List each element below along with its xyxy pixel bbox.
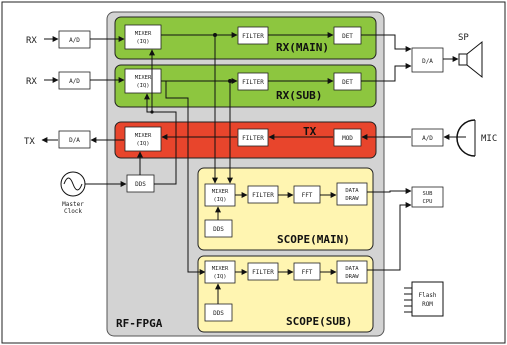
scope-sub-datadraw-block bbox=[336, 260, 368, 284]
tx-dac-label: D/A bbox=[69, 137, 80, 144]
rx-sub-label: RX(SUB) bbox=[276, 89, 322, 102]
rx1-adc-label: A/D bbox=[69, 37, 80, 44]
tx-mixer-label-2: (IQ) bbox=[136, 141, 149, 147]
audio-dac-block bbox=[411, 47, 444, 73]
scope-main-datadraw-block bbox=[336, 182, 368, 206]
speaker-icon bbox=[458, 40, 483, 79]
scope-main-fft-label: FFT bbox=[302, 192, 313, 199]
audio-dac-label: D/A bbox=[422, 58, 433, 65]
mic-adc-label: A/D bbox=[422, 135, 433, 142]
tx-mod-block bbox=[333, 128, 362, 147]
rx1-mixer-block bbox=[124, 24, 162, 50]
rx2-mixer-block bbox=[124, 68, 162, 94]
tx-port-label: TX bbox=[24, 137, 35, 147]
rx2-adc-label: A/D bbox=[69, 78, 80, 85]
master-clock-label-2: Clock bbox=[64, 208, 82, 215]
flash-rom-chip bbox=[404, 281, 444, 317]
scope-sub-label: SCOPE(SUB) bbox=[286, 315, 352, 328]
scope-main-label: SCOPE(MAIN) bbox=[277, 233, 350, 246]
flash-rom-label-2: ROM bbox=[422, 301, 433, 308]
scope-sub-datadraw-label-2: DRAW bbox=[345, 274, 359, 280]
scope-main-panel bbox=[197, 167, 374, 251]
scope-main-datadraw-label-1: DATA bbox=[345, 188, 359, 194]
master-clock-label-1: Master bbox=[62, 201, 84, 208]
scope-main-mixer-label-1: MIXER bbox=[212, 189, 229, 195]
tx-label: TX bbox=[303, 125, 317, 138]
scope-main-dds-label: DDS bbox=[213, 226, 224, 233]
scope-sub-panel bbox=[197, 255, 374, 333]
sub-cpu-label-2: CPU bbox=[423, 199, 433, 205]
scope-sub-dds-label: DDS bbox=[213, 310, 224, 317]
mic-adc-block bbox=[411, 128, 444, 147]
scope-sub-datadraw-label-1: DATA bbox=[345, 266, 359, 272]
speaker-label: SP bbox=[458, 33, 469, 43]
rx1-mixer-label-2: (IQ) bbox=[136, 39, 149, 45]
tx-mixer-label-1: MIXER bbox=[135, 133, 152, 139]
sine-wave-icon bbox=[63, 177, 83, 191]
fpga-label: RF-FPGA bbox=[116, 317, 163, 330]
scope-main-filter-label: FILTER bbox=[252, 192, 274, 199]
tx-mod-label: MOD bbox=[342, 135, 353, 142]
scope-main-mixer-label-2: (IQ) bbox=[213, 197, 226, 203]
microphone-icon bbox=[456, 119, 476, 157]
scope-main-datadraw-label-2: DRAW bbox=[345, 196, 359, 202]
tx-filter-block bbox=[237, 128, 269, 147]
sub-cpu-label-1: SUB bbox=[423, 191, 434, 197]
main-dds-label: DDS bbox=[135, 181, 146, 188]
sub-cpu-block bbox=[411, 186, 444, 208]
scope-sub-fft-label: FFT bbox=[302, 269, 313, 276]
rx2-mixer-label-1: MIXER bbox=[135, 75, 152, 81]
scope-sub-mixer-label-1: MIXER bbox=[212, 266, 229, 272]
rx2-det-label: DET bbox=[342, 79, 353, 86]
rx2-mixer-label-2: (IQ) bbox=[136, 83, 149, 89]
rx1-filter-label: FILTER bbox=[242, 33, 264, 40]
tx-mixer-block bbox=[124, 126, 162, 152]
rx1-det-label: DET bbox=[342, 33, 353, 40]
rx1-port-label: RX bbox=[26, 36, 37, 46]
rx2-filter-label: FILTER bbox=[242, 79, 264, 86]
scope-sub-filter-label: FILTER bbox=[252, 269, 274, 276]
microphone-label: MIC bbox=[481, 134, 497, 144]
scope-sub-mixer-label-2: (IQ) bbox=[213, 274, 226, 280]
tx-dac-block bbox=[58, 130, 91, 149]
rx1-mixer-label-1: MIXER bbox=[135, 31, 152, 37]
rx2-port-label: RX bbox=[26, 77, 37, 87]
tx-filter-label: FILTER bbox=[242, 135, 264, 142]
flash-rom-label-1: Flash bbox=[418, 292, 436, 299]
rx-main-label: RX(MAIN) bbox=[276, 41, 329, 54]
